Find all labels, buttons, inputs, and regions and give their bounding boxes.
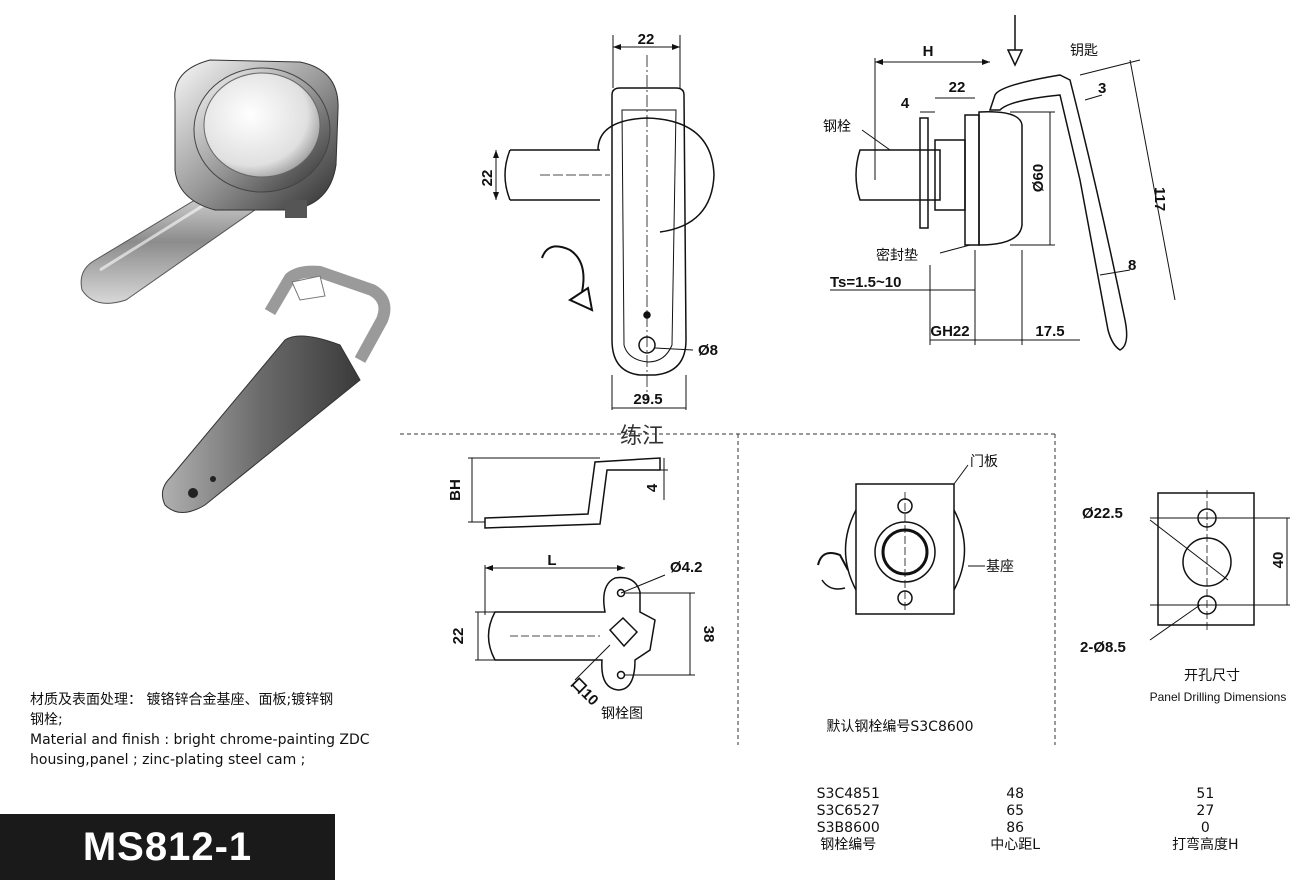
material-en-line2: housing,panel ; zinc-plating steel cam ; (30, 752, 306, 768)
table-cell: 65 (1006, 803, 1025, 819)
key-photo (161, 265, 391, 513)
table-cell: 27 (1196, 803, 1215, 819)
side-4-label: 4 (901, 95, 910, 112)
side-22-label: 22 (949, 79, 966, 96)
table-cell: S3C4851 (816, 786, 880, 802)
door-view-drawing (817, 464, 985, 615)
material-description: 材质及表面处理： 镀铬锌合金基座、面板;镀锌钢 钢栓; Material and… (30, 690, 370, 770)
drill-dia-label: Ø22.5 (1082, 505, 1123, 522)
door-caption: 默认钢栓编号S3C8600 (826, 719, 973, 735)
table-cell: 51 (1196, 786, 1215, 802)
key-label: 钥匙 (1070, 43, 1098, 59)
ts-label: Ts=1.5~10 (830, 274, 901, 291)
gh-label: GH22 (930, 323, 969, 340)
cam-22-label: 22 (450, 628, 467, 645)
cam-label: 钢栓 (823, 119, 851, 135)
cam-4-label: 4 (644, 483, 661, 492)
table-row: S3B8600 86 0 (770, 820, 1307, 837)
front-hole-label: Ø8 (698, 342, 718, 359)
table-header-cell: 钢栓编号 (820, 837, 877, 853)
cam-spec-table: S3C4851 48 51 S3C6527 65 27 S3B8600 86 0… (770, 786, 1307, 854)
cam-hole-label: Ø4.2 (670, 559, 703, 576)
table-header-cell: 打弯高度H (1172, 837, 1239, 853)
side-17-5-label: 17.5 (1035, 323, 1064, 340)
side-dia60-label: Ø60 (1030, 164, 1047, 192)
table-header-cell: 中心距L (990, 837, 1041, 853)
watermark: 练江 (620, 424, 664, 449)
drilling-drawing (1149, 490, 1290, 641)
side-view-drawing (830, 15, 1176, 351)
table-cell: S3B8600 (816, 820, 880, 836)
side-117-label: 117 (1151, 187, 1168, 211)
table-row: S3C6527 65 27 (770, 803, 1307, 820)
drill-40-label: 40 (1270, 552, 1287, 569)
bh-label: BH (447, 479, 464, 501)
cam-38-label: 38 (700, 626, 717, 643)
base-label: 基座 (986, 558, 1014, 575)
cam-square-label: 口10 (567, 675, 601, 709)
table-row: S3C4851 48 51 (770, 786, 1307, 803)
table-header-row: 钢栓编号 中心距L 打弯高度H (770, 837, 1307, 854)
table-cell: S3C6527 (816, 803, 880, 819)
cam-drawing (468, 457, 695, 691)
table-cell: 0 (1200, 820, 1210, 836)
cam-caption: 钢栓图 (601, 706, 643, 722)
side-3-label: 3 (1098, 80, 1106, 97)
lock-photo (80, 59, 339, 304)
model-title: MS812-1 (0, 814, 335, 880)
material-cn-line2: 钢栓; (30, 712, 63, 728)
front-height-label: 22 (479, 170, 496, 187)
front-base-label: 29.5 (633, 391, 662, 408)
front-view-drawing (493, 35, 715, 410)
material-en-line1: Material and finish : bright chrome-pain… (30, 732, 370, 748)
table-cell: 48 (1006, 786, 1025, 802)
front-width-label: 22 (638, 31, 655, 48)
drill-caption-en: Panel Drilling Dimensions (1150, 690, 1287, 704)
drill-holes-label: 2-Ø8.5 (1080, 639, 1126, 656)
material-cn-line1: 材质及表面处理： 镀铬锌合金基座、面板;镀锌钢 (30, 692, 334, 708)
table-cell: 86 (1006, 820, 1025, 836)
drill-caption-cn: 开孔尺寸 (1184, 668, 1240, 684)
side-H-label: H (923, 43, 934, 60)
section-dividers (400, 433, 1056, 745)
seal-label: 密封垫 (876, 247, 918, 264)
cam-L-label: L (547, 552, 556, 569)
side-8-label: 8 (1128, 257, 1136, 274)
door-label: 门板 (970, 454, 998, 470)
